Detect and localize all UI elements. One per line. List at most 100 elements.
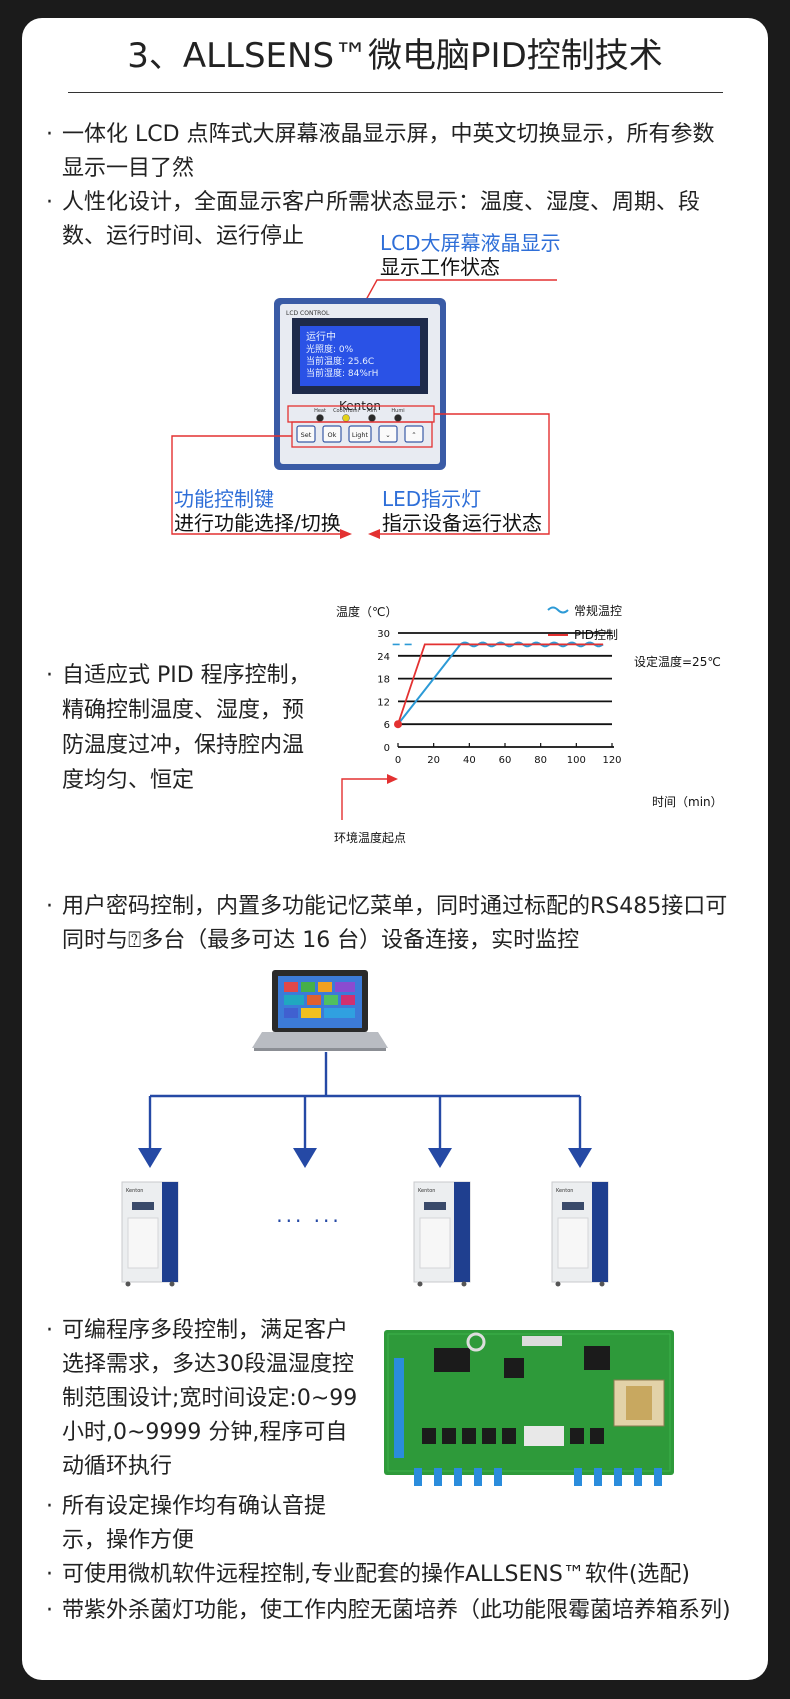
chart-start-point (394, 720, 402, 729)
cabinet-brand-label: Kenton (556, 1188, 573, 1194)
controller-brand-label: LCD CONTROL (286, 310, 330, 317)
led-indicator-icon (394, 414, 402, 422)
chart-series-line-pid (397, 643, 604, 725)
arrow-down-icon (568, 1148, 592, 1168)
bullet-dot: · (46, 1318, 53, 1343)
chart-ytick-label: 6 (384, 720, 390, 731)
bullet-text: 用户密码控制，内置多功能记忆菜单，同时通过标配的RS485接口可同时与⍰多台（最… (62, 894, 728, 953)
incubator-cabinet-icon: Kenton (551, 1181, 609, 1287)
controller-button-label: ⌄ (385, 431, 390, 439)
bullet-dot: · (46, 663, 53, 688)
cabinet-group: Kenton Kenton Kenton (121, 1181, 609, 1287)
controller-button-label: ⌃ (411, 431, 416, 439)
chart-xtick-label: 40 (463, 755, 476, 766)
led-indicator-icon (342, 414, 350, 422)
bullet-text: 可编程序多段控制，满足客户选择需求，多达30段温湿度控制范围设计;宽时间设定:0… (62, 1318, 358, 1479)
arrow-down-icon (293, 1148, 317, 1168)
network-arrows (138, 1148, 592, 1168)
chart-start-label: 环境温度起点 (334, 830, 406, 845)
chart-ytick-label: 0 (384, 743, 390, 754)
controller-button-3[interactable]: Light (348, 425, 372, 443)
bullet-remote-control: · 可使用微机软件远程控制,专业配套的操作ALLSENS™软件(选配) (46, 1558, 742, 1592)
bullet-rs485: · 用户密码控制，内置多功能记忆菜单，同时通过标配的RS485接口可同时与⍰多台… (46, 890, 732, 958)
chart-series-group (392, 641, 604, 729)
annotation-lcd-desc: 显示工作状态 (380, 255, 500, 279)
chart-ylabel: 温度（℃） (336, 604, 397, 619)
lcd-screen (300, 326, 420, 386)
controller-button-5[interactable]: ⌃ (404, 425, 424, 443)
led-group: Heat Cool/Humi Alm Humi (314, 408, 405, 422)
bullet-human-design: · 人性化设计，全面显示客户所需状态显示：温度、湿度、周期、段数、运行时间、运行… (46, 186, 732, 254)
bullet-text: 一体化 LCD 点阵式大屏幕液晶显示屏，中英文切换显示，所有参数显示一目了然 (62, 122, 715, 181)
controller-button-1[interactable]: Set (296, 425, 316, 443)
lcd-line: 当前湿度: 84%rH (306, 367, 378, 379)
bullet-text: 自适应式 PID 程序控制，精确控制温度、湿度，预防温度过冲，保持腔内温度均匀、… (62, 663, 311, 793)
circuit-board-image (384, 1330, 674, 1486)
arrow-down-icon (428, 1148, 452, 1168)
chart-ytick-label: 12 (377, 697, 390, 708)
bullet-text: 带紫外杀菌灯功能，使工作内腔无菌培养（此功能限霉菌培养箱系列) (62, 1598, 731, 1623)
controller-button-label: Light (352, 431, 369, 439)
lcd-line: 光照度: 0% (306, 343, 354, 355)
annotation-func-title: 功能控制键 (174, 487, 274, 511)
lcd-line: 运行中 (306, 330, 336, 343)
arrow-down-icon (138, 1148, 162, 1168)
bullet-dot: · (46, 1494, 53, 1519)
chart-xtick-label: 60 (499, 755, 512, 766)
led-label: Alm (367, 408, 377, 414)
controller-illustration: LCD CONTROL 运行中 光照度: 0% 当前温度: 25.6C 当前湿度… (171, 279, 557, 539)
led-label: Humi (391, 408, 404, 414)
start-leader-line (341, 778, 392, 820)
led-label: Cool/Humi (333, 408, 359, 414)
chart-series-line-conventional (397, 641, 604, 725)
lcd-line: 当前温度: 25.6C (306, 355, 374, 367)
content-card: 3、ALLSENS™微电脑PID控制技术 · 一体化 LCD 点阵式大屏幕液晶显… (22, 18, 768, 1680)
chart-setpoint-label: 设定温度=25℃ (634, 654, 721, 669)
chart-ytick-label: 24 (377, 652, 390, 663)
annotation-lcd-title: LCD大屏幕液晶显示 (380, 231, 561, 255)
bullet-text: 人性化设计，全面显示客户所需状态显示：温度、湿度、周期、段数、运行时间、运行停止 (62, 190, 701, 249)
incubator-cabinet-icon: Kenton (121, 1181, 179, 1287)
network-lines (148, 1052, 582, 1150)
annotation-led-desc: 指示设备运行状态 (382, 511, 542, 535)
chart-xtick-label: 20 (427, 755, 440, 766)
cabinet-brand-label: Kenton (126, 1188, 143, 1194)
led-indicator-icon (368, 414, 376, 422)
bullet-dot: · (46, 122, 53, 147)
chart-ytick-label: 18 (377, 675, 390, 686)
bullet-programmable: · 可编程序多段控制，满足客户选择需求，多达30段温湿度控制范围设计;宽时间设定… (46, 1314, 362, 1484)
led-leader-line (378, 413, 550, 535)
bullet-dot: · (46, 894, 53, 919)
func-leader-arrow (340, 529, 352, 539)
legend-label-pid: PID控制 (574, 628, 618, 642)
temperature-chart: 温度（℃） 时间（min） 设定温度=25℃ 环境温度起点 常规温控 PID控制… (334, 603, 723, 845)
bullet-lcd-display: · 一体化 LCD 点阵式大屏幕液晶显示屏，中英文切换显示，所有参数显示一目了然 (46, 118, 732, 186)
bullet-pid: · 自适应式 PID 程序控制，精确控制温度、湿度，预防温度过冲，保持腔内温度均… (46, 658, 312, 798)
controller-button-4[interactable]: ⌄ (378, 425, 398, 443)
bullet-dot: · (46, 1562, 53, 1587)
led-indicator-icon (316, 414, 324, 422)
start-leader-arrow (387, 774, 398, 784)
annotation-func-desc: 进行功能选择/切换 (174, 511, 341, 535)
bullet-dot: · (46, 1598, 53, 1623)
legend-swatch-conventional (547, 606, 569, 614)
bullet-dot: · (46, 190, 53, 215)
annotation-led-title: LED指示灯 (382, 487, 482, 511)
button-group: Set Ok Light ⌄ ⌃ (296, 425, 424, 443)
controller-button-2[interactable]: Ok (322, 425, 342, 443)
title-divider (68, 92, 723, 93)
bullet-confirm-sound: · 所有设定操作均有确认音提示，操作方便 (46, 1490, 362, 1558)
legend-label-conventional: 常规温控 (574, 603, 622, 618)
chart-xtick-label: 100 (567, 755, 586, 766)
chart-ytick-label: 30 (377, 629, 390, 640)
chart-xlabel: 时间（min） (652, 795, 723, 809)
controller-button-label: Ok (328, 431, 337, 439)
button-highlight-box (291, 421, 433, 448)
led-label: Heat (314, 408, 326, 414)
incubator-cabinet-icon: Kenton (413, 1181, 471, 1287)
func-leader-line (171, 435, 342, 535)
bullet-text: 可使用微机软件远程控制,专业配套的操作ALLSENS™软件(选配) (62, 1562, 691, 1587)
chart-xtick-label: 120 (602, 755, 621, 766)
